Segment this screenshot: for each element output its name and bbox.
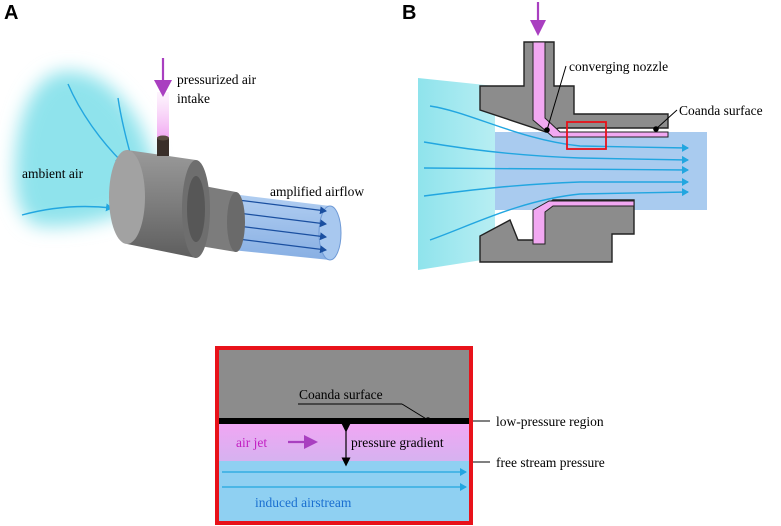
- coanda-solid: [217, 348, 471, 418]
- amplified-flow-region: [495, 132, 707, 210]
- detail-coanda-callout-line: [401, 403, 429, 421]
- nozzle-callout-line: [546, 65, 567, 131]
- pressure-gradient-label: pressure gradient: [351, 435, 444, 450]
- air-amplifier-body: [109, 135, 245, 258]
- coanda-callout-dot: [653, 126, 659, 132]
- ambient-inflow-arrow: [67, 83, 123, 163]
- nozzle-callout-dot: [544, 127, 550, 133]
- induced-stream-arrows: [222, 468, 467, 491]
- amplified-flow-arrow: [237, 212, 327, 228]
- intake-label-line1: pressurized air: [177, 72, 257, 87]
- intake-arrow-head: [154, 80, 172, 97]
- ambient-air-label: ambient air: [22, 166, 84, 181]
- intake-label-line2: intake: [177, 91, 210, 106]
- amplified-flow-arrow: [237, 199, 327, 215]
- induced-flow-lines: [423, 105, 689, 241]
- free-stream-label: free stream pressure: [496, 455, 605, 470]
- induced-airstream-band: [217, 461, 471, 523]
- coanda-callout-line: [655, 109, 678, 130]
- panel-b-letter: B: [402, 2, 416, 24]
- intake-air-stream: [157, 92, 169, 138]
- induced-airstream-label: induced airstream: [255, 495, 352, 510]
- flow-line: [423, 165, 689, 174]
- lower-housing: [479, 199, 635, 263]
- air-jet-arrow-head: [304, 435, 318, 449]
- detail-inset: Coanda surface air jet pressure gradient…: [215, 346, 605, 525]
- lower-air-channel: [532, 200, 635, 245]
- coanda-surface-edge: [217, 418, 471, 424]
- detail-frame: [215, 346, 473, 525]
- amplified-flow-arrow: [237, 238, 327, 254]
- flow-line: [423, 178, 689, 197]
- upper-housing: [479, 41, 669, 133]
- flow-line: [429, 105, 689, 152]
- nozzle-label: converging nozzle: [569, 59, 668, 74]
- amplified-airflow-label: amplified airflow: [270, 184, 364, 199]
- panel-a-letter: A: [4, 2, 18, 24]
- nozzle-feed-arrow-head: [530, 20, 546, 36]
- panel-b-coanda-label: Coanda surface: [679, 103, 763, 118]
- detail-coanda-callout-dot: [425, 417, 431, 423]
- air-jet-label: air jet: [236, 435, 267, 450]
- amplified-flow-arrow: [237, 225, 327, 241]
- panel-a: A ambient air pressurized air intake: [4, 2, 364, 261]
- low-pressure-label: low-pressure region: [496, 414, 604, 429]
- detail-coanda-label: Coanda surface: [299, 387, 383, 402]
- flow-line: [429, 188, 689, 241]
- panel-b: B converging nozzle Coan: [402, 2, 763, 270]
- amplified-airflow-tube: [232, 194, 342, 261]
- detail-marker-box: [566, 121, 607, 150]
- flow-line: [423, 141, 689, 164]
- ambient-inflow-arrow: [21, 203, 113, 216]
